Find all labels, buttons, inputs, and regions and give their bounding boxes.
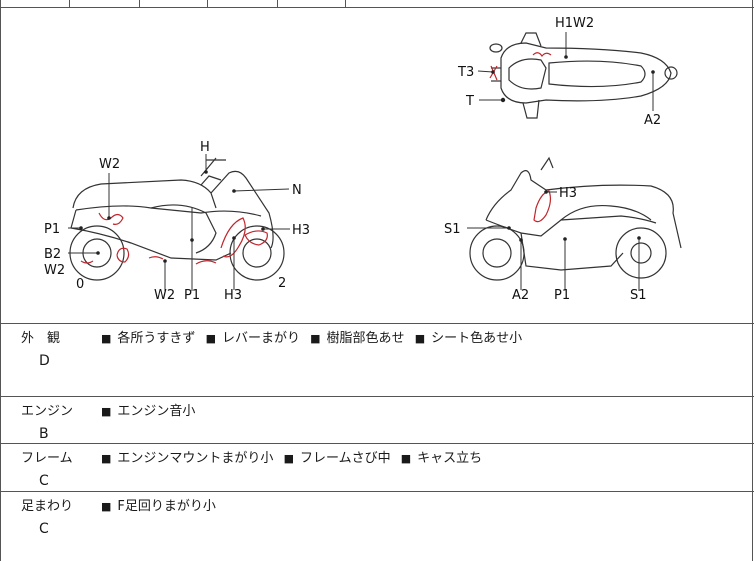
bullet-square: ■ xyxy=(414,332,426,345)
row-notes: ■ エンジン音小 xyxy=(101,403,201,421)
note-item: キャス立ち xyxy=(417,451,483,466)
scooter-diagram-svg: H1W2 T3 T A2 xyxy=(44,16,682,303)
damage-marks-top xyxy=(489,52,552,81)
bullet-square: ■ xyxy=(205,332,216,345)
label-s1-right: S1 xyxy=(444,222,461,237)
note-item: F足回りまがり小 xyxy=(117,499,216,514)
top-cell xyxy=(69,0,140,7)
label-t: T xyxy=(465,94,474,109)
note-item: エンジン音小 xyxy=(117,404,196,419)
dots-left xyxy=(79,170,265,263)
damage-marks-right xyxy=(533,190,552,223)
label-t3: T3 xyxy=(457,65,474,80)
scooter-top-view xyxy=(489,32,678,119)
leaders-top xyxy=(477,32,654,111)
label-p1-right: P1 xyxy=(554,288,570,303)
row-notes: ■ F足回りまがり小 xyxy=(101,498,222,516)
label-p1-left: P1 xyxy=(44,222,60,237)
scooter-right-view xyxy=(469,156,682,281)
leaders-right xyxy=(467,191,640,291)
label-h3-bottom: H3 xyxy=(224,288,242,303)
note-item: 各所うすきず xyxy=(117,331,196,346)
label-s1-bottom: S1 xyxy=(630,288,647,303)
row-notes: ■ 各所うすきず ■ レバーまがり ■ 樹脂部色あせ ■ シート色あせ小 xyxy=(101,330,528,348)
bullet-square: ■ xyxy=(101,500,112,513)
damage-marks-left xyxy=(80,212,268,265)
label-2: 2 xyxy=(278,276,286,291)
label-w2-top: W2 xyxy=(99,157,120,172)
row-category: 外 観 xyxy=(21,331,61,346)
label-h3-right: H3 xyxy=(559,186,577,201)
label-w2-left: W2 xyxy=(44,263,65,278)
bullet-square: ■ xyxy=(101,405,112,418)
label-a2-right: A2 xyxy=(512,288,529,303)
condition-row-suspension: 足まわり C ■ F足回りまがり小 xyxy=(1,492,754,561)
scooter-left-view xyxy=(69,157,285,281)
note-item: エンジンマウントまがり小 xyxy=(117,451,274,466)
label-w2-bottom: W2 xyxy=(154,288,175,303)
bullet-square: ■ xyxy=(310,332,321,345)
leaders-left xyxy=(68,154,290,291)
row-category: 足まわり xyxy=(21,499,74,514)
dots-top xyxy=(491,55,655,103)
damage-diagram: H1W2 T3 T A2 xyxy=(1,8,754,324)
top-cell xyxy=(139,0,208,7)
label-a2-top: A2 xyxy=(644,113,661,128)
top-cell xyxy=(277,0,346,7)
top-cell xyxy=(207,0,278,7)
row-category: エンジン xyxy=(21,404,74,419)
note-item: フレームさび中 xyxy=(299,451,391,466)
row-grade: C xyxy=(39,521,49,537)
condition-row-frame: フレーム C ■ エンジンマウントまがり小 ■ フレームさび中 ■ キャス立ち xyxy=(1,444,754,492)
bullet-square: ■ xyxy=(101,332,112,345)
condition-row-exterior: 外 観 D ■ 各所うすきず ■ レバーまがり ■ 樹脂部色あせ ■ シート色あせ小 xyxy=(1,324,754,397)
dots-right xyxy=(507,190,641,242)
row-grade: C xyxy=(39,473,49,489)
row-notes: ■ エンジンマウントまがり小 ■ フレームさび中 ■ キャス立ち xyxy=(101,450,488,468)
label-h3-left: H3 xyxy=(292,223,310,238)
bullet-square: ■ xyxy=(400,452,412,465)
label-0: 0 xyxy=(76,277,84,292)
top-strip xyxy=(1,0,754,8)
condition-row-engine: エンジン B ■ エンジン音小 xyxy=(1,397,754,444)
label-h1w2: H1W2 xyxy=(555,16,594,31)
label-n: N xyxy=(292,183,302,198)
note-item: シート色あせ小 xyxy=(431,331,523,346)
note-item: レバーまがり xyxy=(221,331,300,346)
row-category: フレーム xyxy=(21,451,73,466)
label-p1-bottom: P1 xyxy=(184,288,200,303)
bullet-square: ■ xyxy=(101,452,112,465)
label-h: H xyxy=(200,140,210,155)
top-cell xyxy=(1,0,70,7)
row-grade: D xyxy=(39,353,50,369)
label-b2: B2 xyxy=(44,247,61,262)
bullet-square: ■ xyxy=(283,452,294,465)
note-item: 樹脂部色あせ xyxy=(326,331,405,346)
row-grade: B xyxy=(39,426,49,442)
